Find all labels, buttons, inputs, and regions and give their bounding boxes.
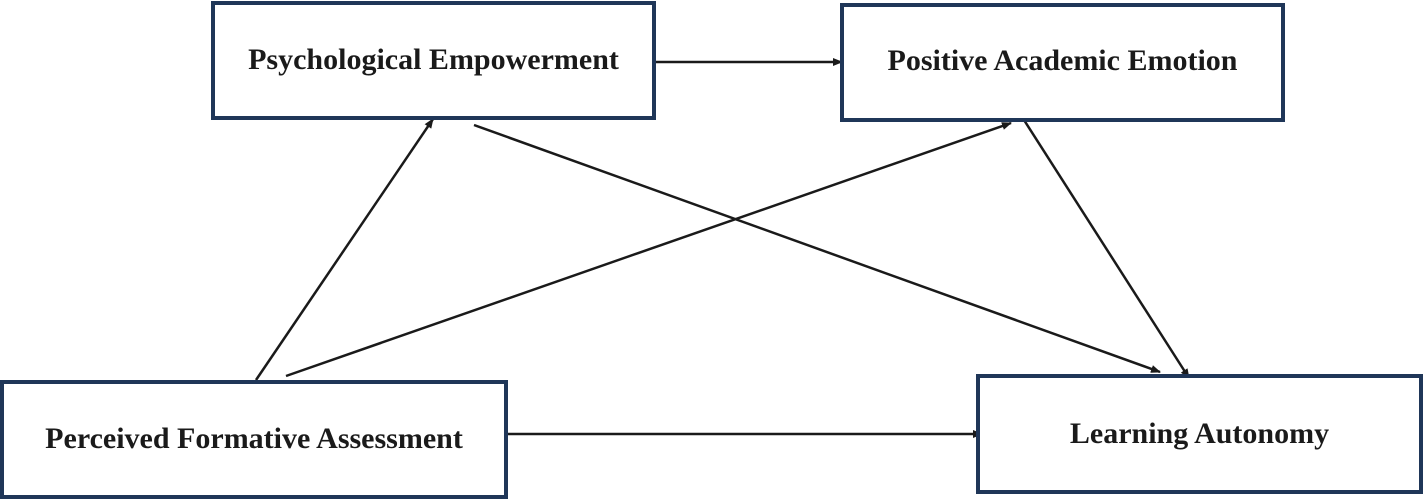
edge-pe-to-la — [473, 123, 1161, 374]
edge-pfa-to-pe — [254, 118, 435, 381]
node-box — [840, 3, 1285, 122]
edge-pfa-to-pae — [285, 121, 1012, 378]
edges — [254, 58, 1191, 438]
node-box — [0, 380, 508, 499]
node-perceived-formative-assessment: Perceived Formative Assessment — [0, 380, 508, 499]
node-positive-academic-emotion: Positive Academic Emotion — [840, 3, 1285, 122]
node-learning-autonomy: Learning Autonomy — [976, 374, 1423, 494]
node-psychological-empowerment: Psychological Empowerment — [211, 1, 656, 120]
node-box — [976, 374, 1423, 494]
edge-pae-to-la — [1022, 119, 1191, 379]
node-label: Positive Academic Emotion — [888, 44, 1238, 77]
node-box — [211, 1, 656, 120]
node-label: Psychological Empowerment — [248, 43, 619, 76]
node-label: Learning Autonomy — [1070, 417, 1329, 450]
node-label: Perceived Formative Assessment — [45, 422, 463, 455]
